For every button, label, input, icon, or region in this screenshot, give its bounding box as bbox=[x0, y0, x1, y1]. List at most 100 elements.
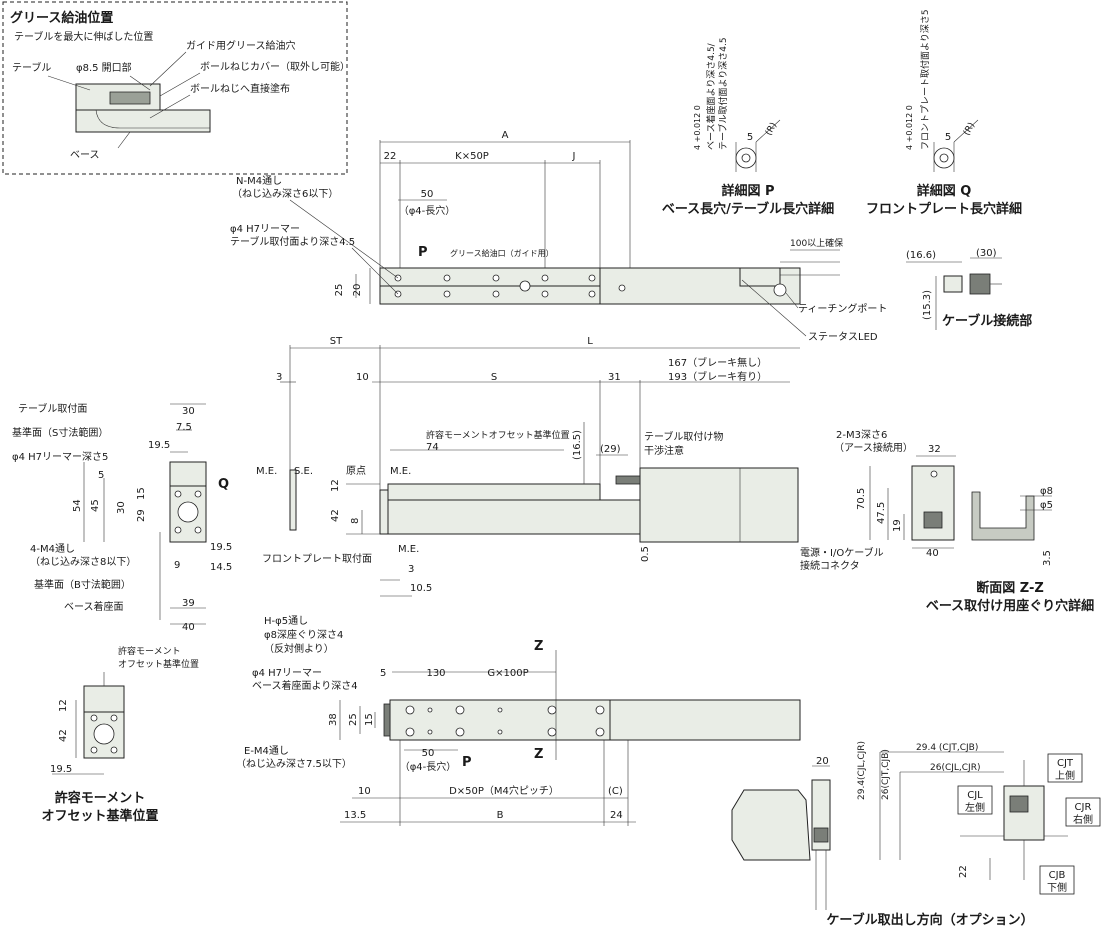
detail-p: 4 +0.012 0 ベース着座面より深さ4.5/ テーブル取付面より深さ4.5… bbox=[662, 37, 834, 217]
detail-q-R: (R) bbox=[962, 121, 977, 138]
bottom-d15: 15 bbox=[364, 713, 375, 726]
grease-opening-label: φ8.5 開口部 bbox=[76, 61, 132, 74]
grease-position-box: グリース給油位置 テーブルを最大に伸ばした位置 テーブル φ8.5 開口部 ガイ… bbox=[2, 1, 350, 175]
cable-dir-d26b: 26(CJL,CJR) bbox=[930, 763, 980, 773]
bottom-dC: (C) bbox=[608, 786, 623, 797]
section-z-bracket bbox=[971, 491, 1035, 541]
cable-dir-d22: 22 bbox=[958, 865, 969, 878]
side-bracket1: テーブル取付け物 bbox=[644, 430, 723, 443]
bottom-e-note: （ねじ込み深さ7.5以下） bbox=[236, 758, 352, 770]
bottom-dD: D×50P（M4穴ピッチ） bbox=[449, 784, 559, 797]
side-front-plate bbox=[289, 469, 297, 531]
front-base-face: ベース着座面 bbox=[64, 600, 124, 613]
top-keep-100: 100以上確保 bbox=[790, 237, 843, 249]
top-n-m4-note: （ねじ込み深さ6以下） bbox=[232, 188, 338, 200]
bottom-P: P bbox=[462, 755, 472, 770]
front-d40: 40 bbox=[182, 622, 195, 633]
side-S: S bbox=[491, 372, 497, 383]
side-front-plate2 bbox=[379, 489, 389, 535]
front-d5: 5 bbox=[98, 470, 104, 481]
section-z-connector: 接続コネクタ bbox=[800, 559, 860, 572]
front-d7-5: 7.5 bbox=[176, 422, 192, 433]
top-teaching-port: ティーチングポート bbox=[798, 302, 887, 315]
bottom-motor-body bbox=[609, 699, 801, 741]
top-dim-J: J bbox=[572, 151, 576, 162]
detail-q-tol: 4 +0.012 0 bbox=[905, 105, 914, 150]
front-d54: 54 bbox=[72, 499, 83, 512]
cjl-box bbox=[957, 785, 993, 815]
moment-title1: 許容モーメント bbox=[55, 790, 145, 806]
top-dim-KP: K×50P bbox=[455, 151, 489, 162]
section-z-d40: 40 bbox=[926, 548, 939, 559]
top-status-led: ステータスLED bbox=[808, 331, 878, 343]
detail-p-note1: ベース着座面より深さ4.5/ bbox=[705, 42, 717, 150]
front-table-face: テーブル取付面 bbox=[18, 402, 87, 415]
moment-label1: 許容モーメント bbox=[118, 645, 181, 657]
side-ME3: M.E. bbox=[398, 544, 419, 555]
moment-title2: オフセット基準位置 bbox=[41, 808, 158, 824]
top-dim-20: 20 bbox=[352, 284, 363, 297]
top-view: A 22 K×50P J N-M4通し （ねじ込み深さ6以下） 50 （φ4-長… bbox=[230, 130, 887, 343]
moment-label2: オフセット基準位置 bbox=[118, 658, 199, 670]
detail-q-dim-5: 5 bbox=[945, 132, 951, 143]
cable-d1: (16.6) bbox=[906, 250, 936, 261]
side-d10: 10 bbox=[356, 372, 369, 383]
side-brake2: 193（ブレーキ有り） bbox=[668, 370, 767, 383]
cjr-side: 右側 bbox=[1073, 813, 1093, 826]
bottom-d25: 25 bbox=[348, 713, 359, 726]
side-d42: 42 bbox=[330, 509, 341, 522]
detail-q-title1: 詳細図 Q bbox=[917, 183, 972, 199]
bottom-view: H-φ5通し φ8深座ぐり深さ4 （反対側より） φ4 H7リーマー ベース着座… bbox=[236, 615, 801, 826]
grease-base-shape bbox=[75, 109, 211, 133]
side-front-plate-label: フロントプレート取付面 bbox=[262, 552, 372, 565]
top-cable-hub bbox=[739, 267, 781, 287]
side-base bbox=[387, 499, 641, 535]
grease-subtitle: テーブルを最大に伸ばした位置 bbox=[14, 30, 153, 43]
cjt-box bbox=[1047, 753, 1083, 783]
bottom-Z-bottom: Z bbox=[534, 747, 543, 762]
bottom-d50: 50 bbox=[422, 748, 435, 759]
cjb-side: 下側 bbox=[1047, 881, 1067, 894]
top-dim-50: 50 bbox=[421, 189, 434, 200]
bottom-dB: B bbox=[497, 810, 504, 821]
cjr-label: CJR bbox=[1075, 802, 1092, 813]
front-d30: 30 bbox=[182, 406, 195, 417]
front-d29: 29 bbox=[136, 509, 147, 522]
section-z-power: 電源・I/Oケーブル bbox=[800, 546, 884, 559]
cable-dir-body-shape bbox=[731, 789, 811, 861]
front-Q: Q bbox=[218, 477, 229, 492]
section-z-phi8: φ8 bbox=[1040, 486, 1053, 497]
top-reamer-note: テーブル取付面より深さ4.5 bbox=[230, 235, 355, 248]
side-d12: 12 bbox=[330, 479, 341, 492]
front-d19-5b: 19.5 bbox=[210, 542, 232, 553]
bottom-d5: 5 bbox=[380, 668, 386, 679]
front-d15: 15 bbox=[136, 487, 147, 500]
side-brake1: 167（ブレーキ無し） bbox=[668, 356, 767, 369]
detail-p-tol: 4 +0.012 0 bbox=[693, 105, 702, 150]
cjb-box bbox=[1039, 865, 1075, 895]
section-z-d32: 32 bbox=[928, 444, 941, 455]
side-motor bbox=[639, 467, 799, 543]
top-dim-22: 22 bbox=[384, 151, 397, 162]
section-z-d19: 19 bbox=[892, 519, 903, 532]
top-dim-25: 25 bbox=[334, 284, 345, 297]
cjb-label: CJB bbox=[1049, 870, 1066, 881]
top-reamer: φ4 H7リーマー bbox=[230, 224, 300, 235]
bottom-d38: 38 bbox=[328, 713, 339, 726]
grease-cover-label: ボールねじカバー（取外し可能） bbox=[200, 60, 350, 73]
bottom-dG: G×100P bbox=[487, 668, 528, 679]
front-table-shape bbox=[169, 461, 207, 487]
detail-q: 4 +0.012 0 フロントプレート取付面より深さ5 5 (R) 詳細図 Q … bbox=[866, 9, 1022, 217]
grease-apply-label: ボールねじへ直接塗布 bbox=[190, 82, 290, 95]
section-z-d3-5: 3.5 bbox=[1042, 550, 1053, 566]
cable-d2: (30) bbox=[976, 248, 997, 259]
detail-p-R: (R) bbox=[764, 121, 779, 138]
side-d29: (29) bbox=[600, 444, 621, 455]
top-grease-port: グリース給油口（ガイド用） bbox=[450, 248, 554, 258]
side-d0-5: 0.5 bbox=[640, 546, 651, 562]
front-d45: 45 bbox=[90, 499, 101, 512]
side-d3b: 3 bbox=[408, 564, 414, 575]
side-SE: S.E. bbox=[294, 466, 313, 477]
side-table bbox=[387, 483, 601, 501]
side-d8: 8 bbox=[350, 518, 361, 524]
